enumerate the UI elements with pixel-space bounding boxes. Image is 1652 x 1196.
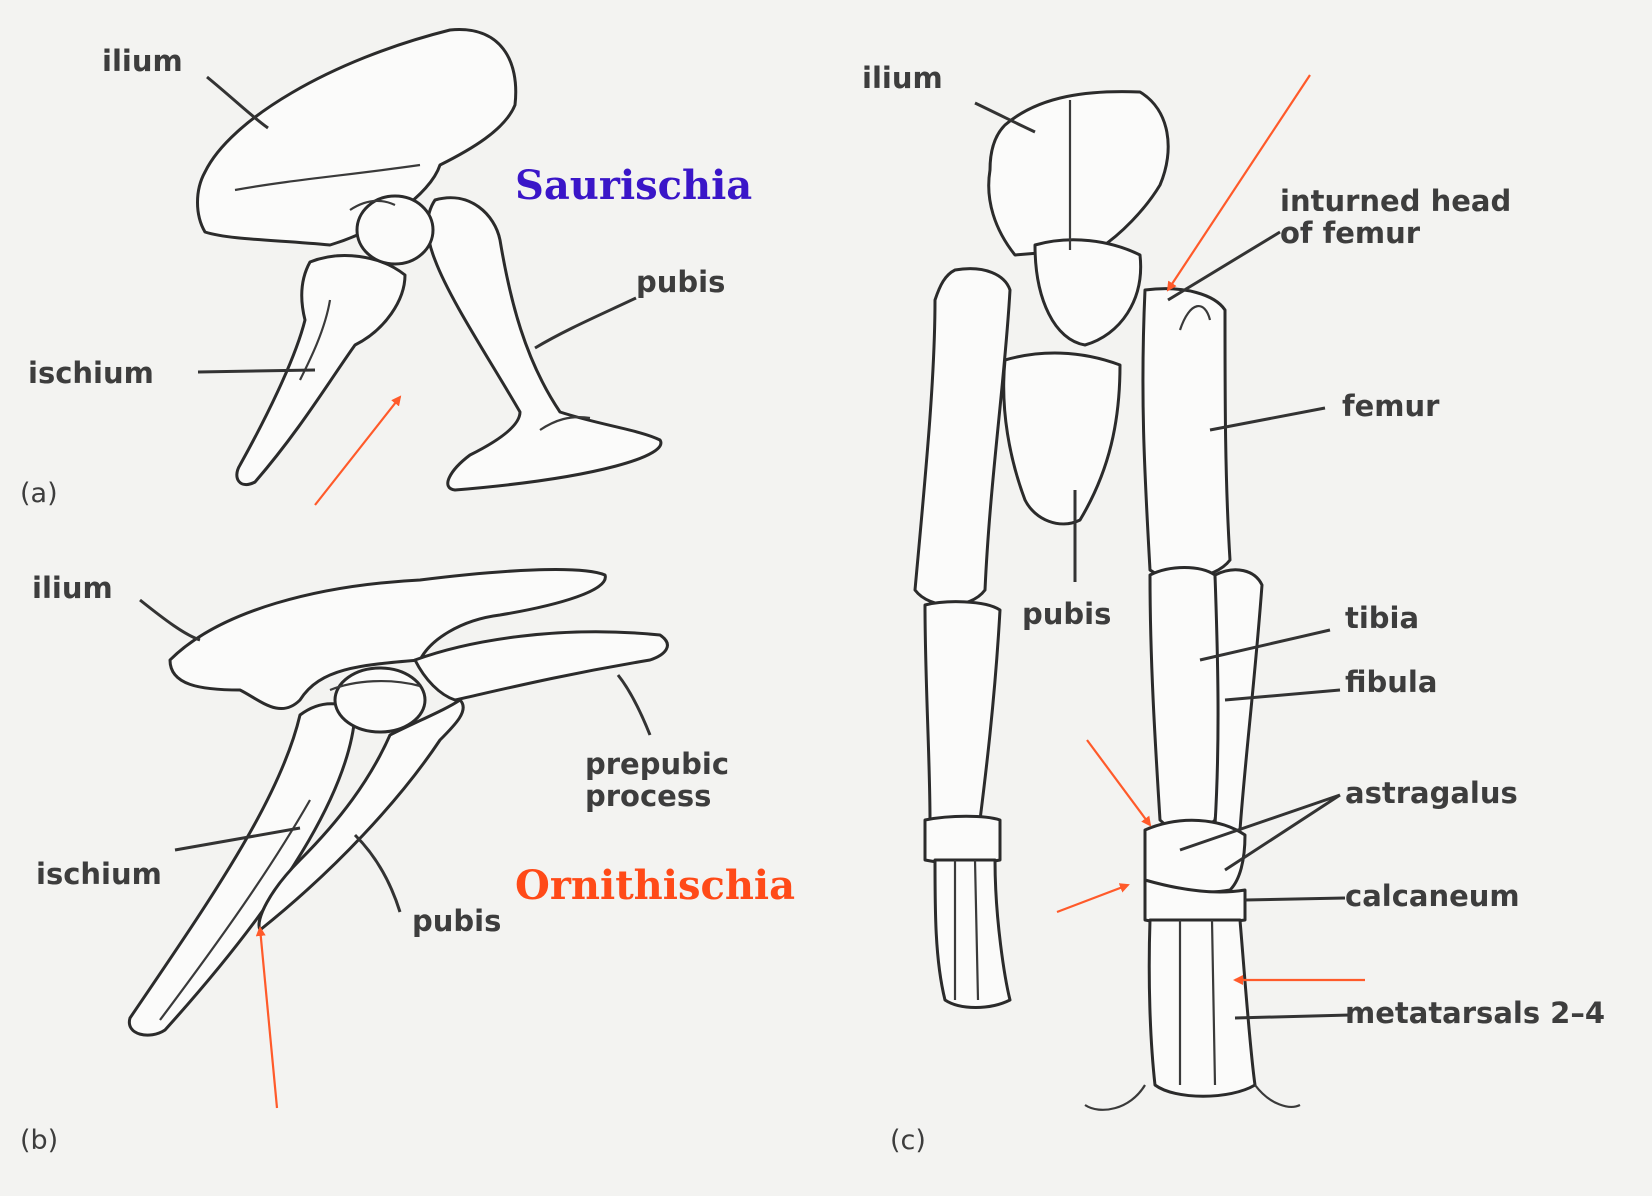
arrow-ankle-upper — [1087, 740, 1150, 825]
label-ilium-b: ilium — [32, 572, 113, 604]
right-tibia — [1150, 568, 1223, 832]
label-fibula: fibula — [1345, 666, 1437, 698]
label-pubis-b: pubis — [412, 905, 501, 937]
right-metatarsals — [1149, 920, 1255, 1096]
astragalus-bone — [1145, 820, 1245, 892]
right-fibula — [1215, 570, 1262, 836]
sacrum-c — [1035, 240, 1141, 345]
left-metatarsals — [935, 860, 1010, 1008]
label-ilium-c: ilium — [862, 62, 943, 94]
label-ischium-a: ischium — [28, 357, 154, 389]
label-tibia: tibia — [1345, 602, 1419, 634]
label-ischium-b: ischium — [36, 858, 162, 890]
label-femur: femur — [1342, 390, 1439, 422]
arrow-saurischia-pubis — [315, 397, 400, 505]
label-pubis-a: pubis — [636, 266, 725, 298]
panel-a-tag: (a) — [20, 478, 58, 509]
label-calcaneum: calcaneum — [1345, 880, 1520, 912]
arrow-ankle-lower — [1057, 885, 1128, 912]
ilium-c — [989, 92, 1168, 255]
saurischia-pelvis — [198, 30, 661, 490]
right-femur — [1143, 289, 1230, 579]
label-metatarsals: metatarsals 2–4 — [1345, 997, 1605, 1029]
saurischia-title: Saurischia — [515, 162, 752, 209]
panel-b-tag: (b) — [20, 1125, 58, 1156]
label-inturned-head: inturned head of femur — [1280, 185, 1511, 249]
ornithischia-title: Ornithischia — [515, 862, 795, 909]
panel-c-tag: (c) — [890, 1125, 926, 1156]
left-tibia — [925, 602, 1000, 828]
acetabulum-b — [335, 668, 425, 732]
acetabulum-a — [357, 196, 433, 264]
arrow-ornithischia-pubis — [260, 928, 277, 1108]
left-ankle — [925, 816, 1000, 864]
label-ilium-a: ilium — [102, 45, 183, 77]
left-femur — [915, 269, 1010, 605]
label-pubis-c: pubis — [1022, 598, 1111, 630]
pubis-c — [1004, 353, 1120, 524]
label-astragalus: astragalus — [1345, 777, 1518, 809]
label-prepubic-process: prepubic process — [585, 748, 729, 812]
